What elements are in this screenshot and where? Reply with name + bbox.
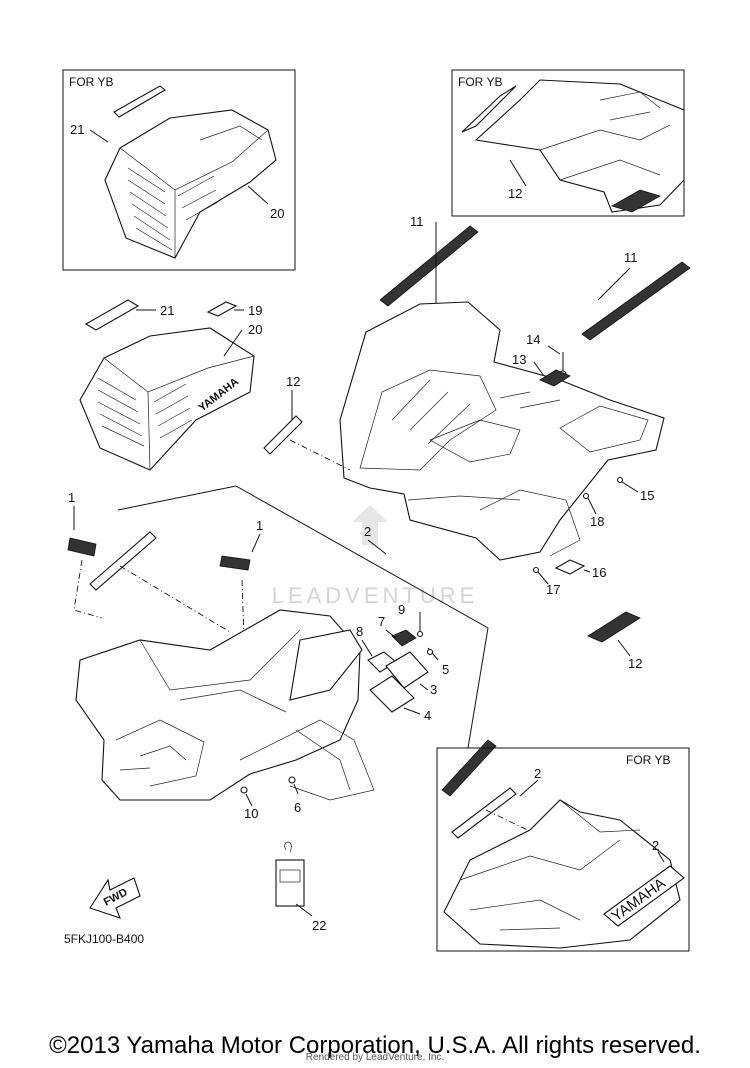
callout-14: 14 — [526, 332, 540, 347]
tag-13 — [539, 369, 571, 387]
rendered-by-credit: Rendered by LeadVenture, Inc. — [305, 1052, 445, 1063]
callout-2-box-a: 2 — [534, 766, 541, 781]
callout-17: 17 — [546, 582, 560, 597]
callout-7: 7 — [378, 614, 385, 629]
rear-cover-group: 21 19 YAMAHA 20 — [79, 299, 262, 471]
grip-strip-11-left — [379, 225, 479, 307]
decal-12-mid — [263, 415, 303, 455]
callout-22: 22 — [312, 918, 326, 933]
callout-16: 16 — [592, 565, 606, 580]
frame-top-right-label: FOR YB — [458, 75, 502, 89]
callout-20-box: 20 — [270, 206, 284, 221]
callout-2: 2 — [364, 524, 371, 539]
callout-1-left: 1 — [68, 490, 75, 505]
tag-22: 22 — [275, 841, 326, 933]
copyright-notice: ©2013 Yamaha Motor Corporation, U.S.A. A… — [49, 1032, 701, 1059]
plate-7 — [391, 629, 417, 647]
decal-19 — [206, 301, 238, 317]
callout-15: 15 — [640, 488, 654, 503]
callout-11-right: 11 — [624, 250, 638, 265]
frame-top-right: FOR YB 12 — [451, 69, 685, 217]
callout-13: 13 — [512, 352, 526, 367]
callout-5: 5 — [442, 662, 449, 677]
plate-16 — [554, 559, 586, 575]
fender-decal — [441, 739, 497, 797]
watermark: LEADVENTURE — [272, 505, 479, 608]
callout-3: 3 — [430, 682, 437, 697]
callout-1-mid: 1 — [256, 518, 263, 533]
callout-18: 18 — [590, 514, 604, 529]
frame-bottom-right-label: FOR YB — [626, 753, 670, 767]
callout-6: 6 — [294, 800, 301, 815]
callout-8: 8 — [356, 624, 363, 639]
decal-1-mid — [219, 555, 251, 571]
callout-21: 21 — [160, 303, 174, 318]
decal-12-lower — [587, 611, 641, 643]
callout-21-box: 21 — [70, 122, 84, 137]
callout-10: 10 — [244, 806, 258, 821]
side-decal — [89, 531, 157, 591]
diagram-code: 5FKJ100-B400 — [64, 932, 144, 946]
decal-21-box — [113, 85, 166, 118]
frame-top-left-label: FOR YB — [69, 75, 113, 89]
callout-4: 4 — [424, 708, 431, 723]
front-fender-group: 2 1 1 9 7 8 5 — [67, 485, 497, 821]
frame-bottom-right: FOR YB 2 YAMAHA 2 — [436, 747, 690, 952]
rear-cover-20-box — [104, 109, 277, 259]
rear-fender-box — [474, 79, 685, 213]
rear-fender-group: 11 11 14 13 12 15 18 16 — [263, 214, 691, 671]
fwd-arrow-icon: FWD — [89, 877, 141, 919]
decal-21 — [84, 299, 140, 331]
decal-12-box — [461, 85, 517, 133]
rear-cover-20: YAMAHA — [79, 327, 255, 471]
callout-19: 19 — [248, 303, 262, 318]
callout-2-box-b: 2 — [652, 838, 659, 853]
decal-1-left — [67, 537, 97, 557]
callout-11-left: 11 — [410, 214, 424, 229]
callout-20: 20 — [248, 322, 262, 337]
plate-3 — [385, 651, 429, 689]
callout-12-mid: 12 — [286, 374, 300, 389]
frame-top-left: FOR YB 21 20 — [62, 69, 296, 271]
callout-12-lower: 12 — [628, 656, 642, 671]
watermark-text: LEADVENTURE — [272, 583, 479, 608]
callout-9: 9 — [398, 602, 405, 617]
gasket-4 — [369, 675, 415, 713]
callout-12-box: 12 — [508, 186, 522, 201]
decal-2-box-small — [451, 787, 517, 839]
grip-strip-11-right — [581, 261, 691, 341]
